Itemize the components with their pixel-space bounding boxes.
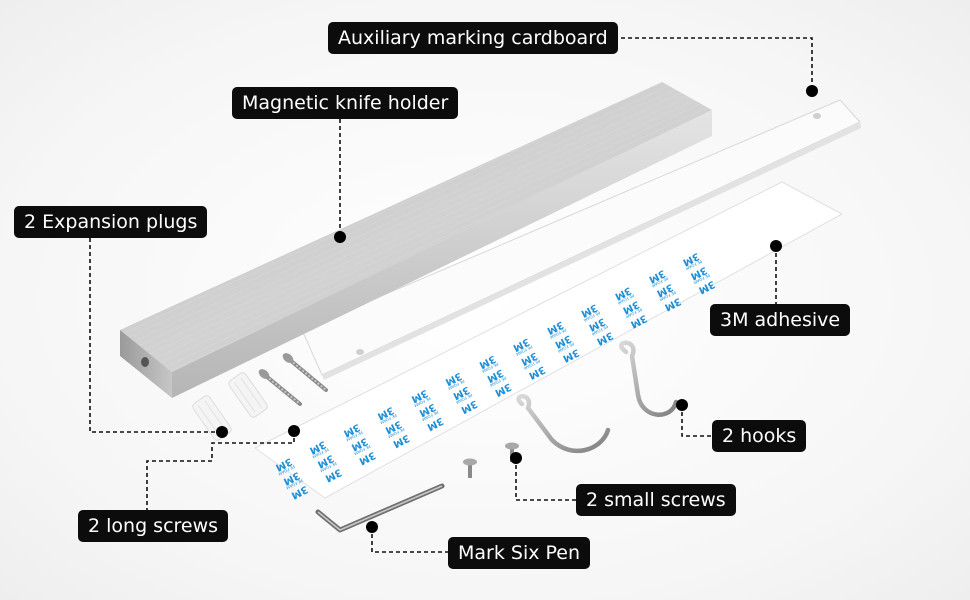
label-3m-adhesive: 3M adhesive (710, 304, 851, 336)
label-mark-six-pen: Mark Six Pen (448, 537, 591, 569)
magnetic-knife-holder (120, 82, 712, 398)
hooks (516, 340, 679, 453)
label-long-screws: 2 long screws (78, 510, 229, 542)
hex-key (315, 483, 445, 533)
label-hooks: 2 hooks (712, 420, 807, 452)
marking-cardboard (301, 99, 861, 380)
label-expansion-plugs: 2 Expansion plugs (14, 206, 208, 238)
label-auxiliary-marking-cardboard: Auxiliary marking cardboard (328, 22, 618, 54)
label-small-screws: 2 small screws (576, 484, 736, 516)
indicator-dots (216, 85, 818, 533)
long-screws (258, 353, 328, 406)
label-magnetic-knife-holder: Magnetic knife holder (232, 87, 459, 119)
